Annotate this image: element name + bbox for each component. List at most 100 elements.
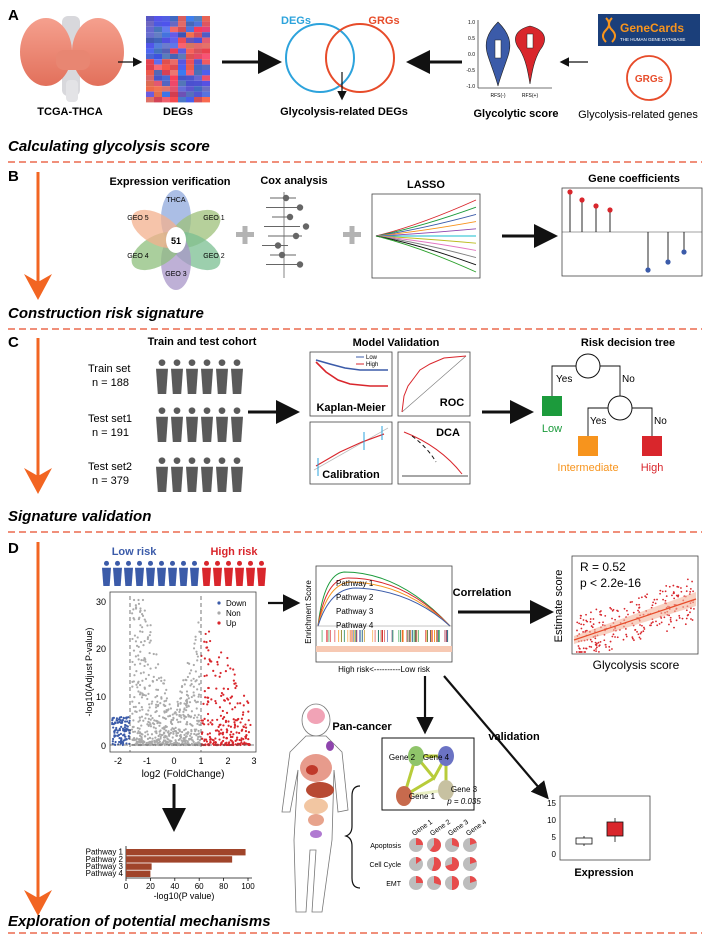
volcano-point bbox=[169, 707, 173, 710]
lasso-path bbox=[375, 235, 477, 259]
person-icon-body bbox=[257, 567, 266, 586]
scatter-point bbox=[578, 647, 581, 650]
heatmap-cell bbox=[146, 16, 154, 22]
volcano-point bbox=[193, 642, 196, 645]
svg-text:0: 0 bbox=[101, 741, 106, 751]
volcano-point bbox=[140, 715, 144, 718]
svg-text:-1.0: -1.0 bbox=[466, 84, 475, 90]
volcano-point bbox=[137, 720, 140, 723]
volcano-point bbox=[171, 742, 174, 745]
p-value: p < 2.2e-16 bbox=[580, 576, 641, 590]
volcano-point bbox=[160, 676, 163, 679]
volcano-point bbox=[156, 688, 160, 691]
scatter-point bbox=[692, 590, 695, 593]
volcano-point bbox=[161, 742, 164, 745]
volcano-point bbox=[137, 730, 140, 733]
svg-text:Down: Down bbox=[226, 599, 246, 608]
volcano-point bbox=[150, 742, 153, 745]
scatter-point bbox=[582, 619, 585, 621]
scatter-point bbox=[622, 638, 625, 641]
volcano-point bbox=[198, 743, 201, 747]
volcano-point bbox=[201, 731, 204, 734]
intermediate-box bbox=[578, 436, 598, 456]
volcano-point bbox=[238, 738, 241, 742]
flower-petal-label: GEO 1 bbox=[203, 215, 225, 222]
scatter-point bbox=[593, 649, 596, 652]
volcano-point bbox=[125, 742, 128, 745]
person-icon-body bbox=[216, 416, 228, 442]
volcano-point bbox=[154, 696, 157, 699]
volcano-point bbox=[183, 733, 186, 736]
volcano-point bbox=[203, 717, 206, 720]
person-icon-head bbox=[203, 560, 210, 566]
heatmap-cell bbox=[154, 48, 162, 54]
person-icon-head bbox=[180, 560, 187, 566]
scatter-point bbox=[582, 647, 585, 650]
volcano-point bbox=[176, 743, 179, 747]
section-title-b: Construction risk signature bbox=[8, 305, 204, 322]
volcano-point bbox=[192, 691, 195, 694]
bar-tick-label: 100 bbox=[241, 882, 255, 891]
lasso-path bbox=[375, 206, 477, 237]
volcano-point bbox=[115, 728, 118, 731]
scatter-point bbox=[665, 585, 668, 587]
person-icon-head bbox=[188, 457, 196, 465]
person-icon-head bbox=[258, 560, 265, 566]
svg-text:Gene 3: Gene 3 bbox=[451, 785, 478, 794]
heatmap-cell bbox=[154, 32, 162, 38]
scatter-point bbox=[594, 637, 597, 640]
volcano-point bbox=[197, 729, 200, 733]
volcano-point bbox=[233, 721, 236, 724]
volcano-point bbox=[217, 725, 220, 729]
coef-point bbox=[681, 249, 687, 255]
scatter-point bbox=[589, 620, 592, 623]
plus-sign-1 bbox=[236, 226, 254, 244]
scatter-point bbox=[635, 603, 638, 606]
volcano-point bbox=[118, 737, 121, 740]
volcano-point bbox=[120, 715, 123, 719]
volcano-point bbox=[197, 733, 200, 736]
volcano-point bbox=[214, 699, 217, 703]
test-set1-n: n = 191 bbox=[92, 427, 129, 439]
volcano-point bbox=[158, 733, 161, 736]
volcano-point bbox=[208, 732, 212, 735]
flower-petal-label: GEO 2 bbox=[203, 253, 225, 260]
volcano-point bbox=[209, 737, 212, 740]
grgs-label: Glycolysis-related genes bbox=[578, 109, 698, 121]
volcano-point bbox=[137, 645, 140, 648]
pie-slice bbox=[431, 857, 441, 871]
volcano-point bbox=[138, 732, 141, 735]
heatmap-cell bbox=[178, 48, 186, 54]
volcano-point bbox=[228, 702, 231, 705]
volcano-point bbox=[230, 695, 234, 698]
heatmap-cell bbox=[170, 80, 178, 87]
heatmap-cell bbox=[194, 59, 202, 65]
panel-a: A TCGA-THCA DEGs DEGs GRGs Glycolysis-re… bbox=[8, 7, 700, 155]
person-icon-body bbox=[135, 567, 144, 586]
grgs-circle bbox=[626, 55, 672, 101]
volcano-point bbox=[154, 710, 157, 714]
volcano-point bbox=[147, 724, 150, 727]
scatter-point bbox=[658, 622, 661, 625]
scatter-point bbox=[652, 601, 655, 604]
svg-text:High: High bbox=[366, 362, 378, 368]
heatmap-cell bbox=[178, 80, 186, 87]
heatmap-cell bbox=[186, 26, 194, 33]
volcano-point bbox=[226, 697, 229, 700]
volcano-point bbox=[178, 710, 181, 714]
volcano-point bbox=[247, 719, 250, 722]
scatter-point bbox=[659, 592, 661, 595]
volcano-point bbox=[202, 702, 205, 705]
person-icon-body bbox=[235, 567, 244, 586]
scatter-point bbox=[611, 648, 613, 650]
heatmap-cell bbox=[186, 80, 194, 87]
scatter-point bbox=[672, 592, 675, 595]
scatter-point bbox=[590, 646, 593, 648]
volcano-point bbox=[146, 730, 149, 733]
volcano-point bbox=[187, 697, 190, 700]
heatmap-cell bbox=[162, 53, 170, 60]
volcano-point bbox=[147, 717, 150, 720]
volcano-point bbox=[169, 720, 173, 723]
volcano-point bbox=[119, 742, 123, 745]
volcano-point bbox=[225, 731, 228, 734]
